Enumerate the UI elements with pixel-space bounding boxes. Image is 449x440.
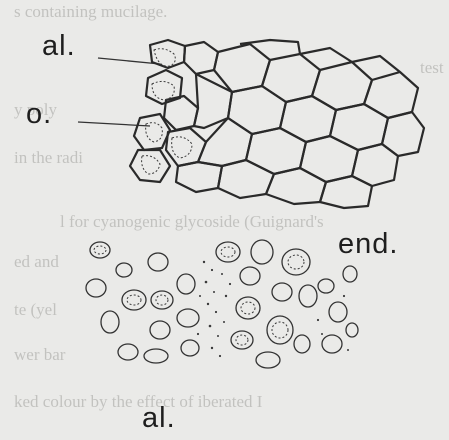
label-al-top: al. xyxy=(42,30,76,63)
label-al-bottom: al. xyxy=(142,402,176,435)
lower-cell-section xyxy=(86,240,358,368)
upper-cell-section xyxy=(78,40,424,208)
label-end: end. xyxy=(338,228,398,261)
label-o: o. xyxy=(26,98,52,131)
